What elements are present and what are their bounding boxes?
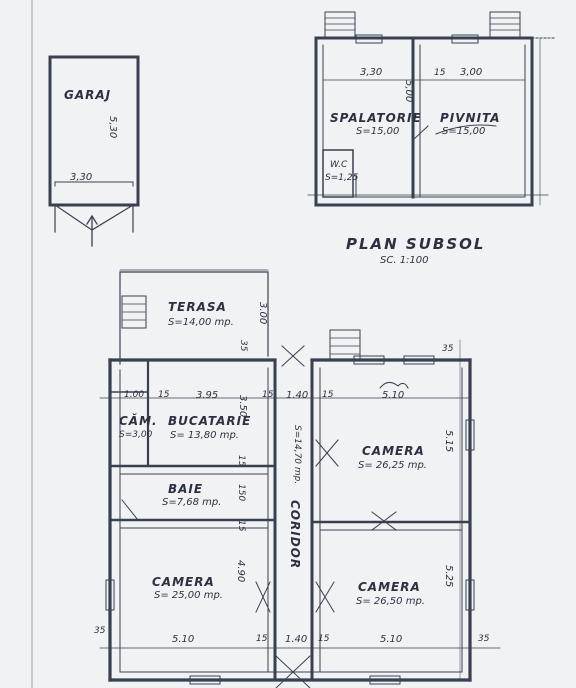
ground-floor-outline (99, 124, 501, 688)
top-wall-dim-right: 35 (442, 344, 454, 354)
top-wall-dim-left: 35 (238, 340, 248, 352)
camera-ne-area: S= 26,25 mp. (358, 460, 427, 471)
kitchen-width-dim: 3.95 (196, 390, 219, 401)
baie-area: S=7,68 mp. (162, 497, 222, 508)
corridor-label: CORIDOR (288, 500, 302, 570)
corridor-width-dim: 1.40 (286, 390, 309, 401)
camera-ne-label: CAMERA (362, 444, 425, 458)
room-sw-depth-dim: 4.90 (235, 560, 246, 583)
spalatorie-label: SPALATORIE (330, 111, 422, 125)
camera-se-area: S= 26,50 mp. (356, 596, 425, 607)
corridor-area: S=14,70 mp. (292, 425, 302, 485)
baie-wall-dim-bottom: 15 (236, 520, 246, 532)
pivnita-area: S=15,00 (442, 126, 486, 137)
basement-outline (307, 11, 557, 207)
corridor-wall-dim-right: 15 (322, 390, 334, 400)
baie-label: BAIE (168, 482, 204, 496)
camera-sw-label: CAMERA (152, 575, 215, 589)
spalatorie-width-dim: 3,30 (360, 67, 383, 78)
garage-length-dim: 5,30 (107, 116, 118, 139)
camara-wall-dim: 15 (158, 390, 170, 400)
corridor-wall-dim-left: 15 (262, 390, 274, 400)
pivnita-width-dim: 3,00 (460, 67, 483, 78)
basement-depth-dim: 5,00 (403, 80, 414, 103)
bottom-corridor-wall-right: 15 (318, 634, 330, 644)
terasa-depth-dim: 3.00 (257, 302, 268, 325)
camara-label: CĂM. (119, 414, 158, 428)
garage-label: GARAJ (64, 88, 112, 102)
camara-area: S=3,00 (119, 430, 153, 440)
room-se-width-dim: 5.10 (380, 634, 403, 645)
camara-width-dim: 1.00 (124, 390, 145, 400)
bottom-wall-dim-left: 35 (94, 626, 106, 636)
plan-scale: SC. 1:100 (380, 255, 429, 266)
pivnita-label: PIVNITA (440, 111, 501, 125)
plan-title: PLAN SUBSOL (346, 235, 486, 253)
spalatorie-area: S=15,00 (356, 126, 400, 137)
baie-depth-dim: 150 (236, 484, 246, 502)
room-sw-width-dim: 5.10 (172, 634, 195, 645)
bottom-wall-dim-right: 35 (478, 634, 490, 644)
wc-area: S=1,25 (325, 173, 359, 183)
terasa-area: S=14,00 mp. (168, 317, 234, 328)
bottom-corridor-width: 1.40 (285, 634, 308, 645)
wc-label: W.C (330, 160, 348, 170)
bottom-corridor-wall-left: 15 (256, 634, 268, 644)
room-ne-width-dim: 5.10 (382, 390, 405, 401)
room-se-depth-dim: 5.25 (443, 565, 454, 588)
garage-outline (48, 55, 140, 247)
bucatarie-label: BUCATARIE (168, 414, 252, 428)
camera-sw-area: S= 25,00 mp. (154, 590, 223, 601)
garage-width-dim: 3,30 (70, 172, 93, 183)
baie-wall-dim-top: 15 (236, 455, 246, 467)
basement-wall-dim: 15 (434, 68, 446, 78)
camera-se-label: CAMERA (358, 580, 421, 594)
terasa-label: TERASA (168, 300, 227, 314)
bucatarie-area: S= 13,80 mp. (170, 430, 239, 441)
room-ne-depth-dim: 5.15 (443, 430, 454, 453)
